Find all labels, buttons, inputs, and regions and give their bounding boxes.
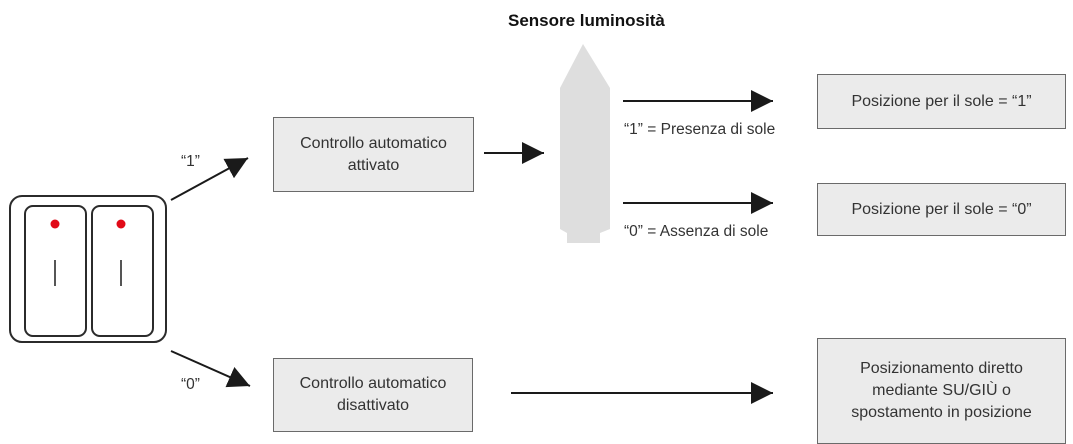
absence-label: “0” = Assenza di sole	[624, 223, 769, 240]
absence-result-box: Posizione per il sole = “0”	[817, 183, 1066, 236]
auto-off-box: Controllo automatico disattivato	[273, 358, 473, 432]
light-sensor-icon	[560, 44, 610, 243]
rocker-switch-icon	[9, 195, 167, 343]
manual-line2: mediante SU/GIÙ o	[872, 382, 1011, 399]
auto-off-line2: disattivato	[336, 397, 410, 414]
presence-result-box: Posizione per il sole = “1”	[817, 74, 1066, 129]
manual-line3: spostamento in posizione	[851, 404, 1032, 421]
switch-label-on: “1”	[181, 153, 200, 170]
presence-result-text: Posizione per il sole = “1”	[851, 92, 1032, 110]
auto-on-line2: attivato	[347, 156, 400, 174]
led-icon	[116, 219, 126, 229]
presence-label: “1” = Presenza di sole	[624, 121, 776, 138]
led-icon	[50, 219, 60, 229]
switch-label-off: “0”	[181, 376, 200, 393]
manual-line1: Posizionamento diretto	[860, 360, 1023, 377]
auto-off-line1: Controllo automatico	[299, 375, 447, 392]
arrow-switch-to-auto-off	[170, 350, 251, 388]
arrow-switch-to-auto-on	[170, 157, 249, 201]
auto-on-box: Controllo automatico attivato	[273, 117, 474, 192]
manual-position-box: Posizionamento diretto mediante SU/GIÙ o…	[817, 338, 1066, 444]
absence-result-text: Posizione per il sole = “0”	[851, 200, 1032, 218]
sensor-title: Sensore luminosità	[508, 11, 665, 30]
auto-on-line1: Controllo automatico	[300, 134, 447, 152]
